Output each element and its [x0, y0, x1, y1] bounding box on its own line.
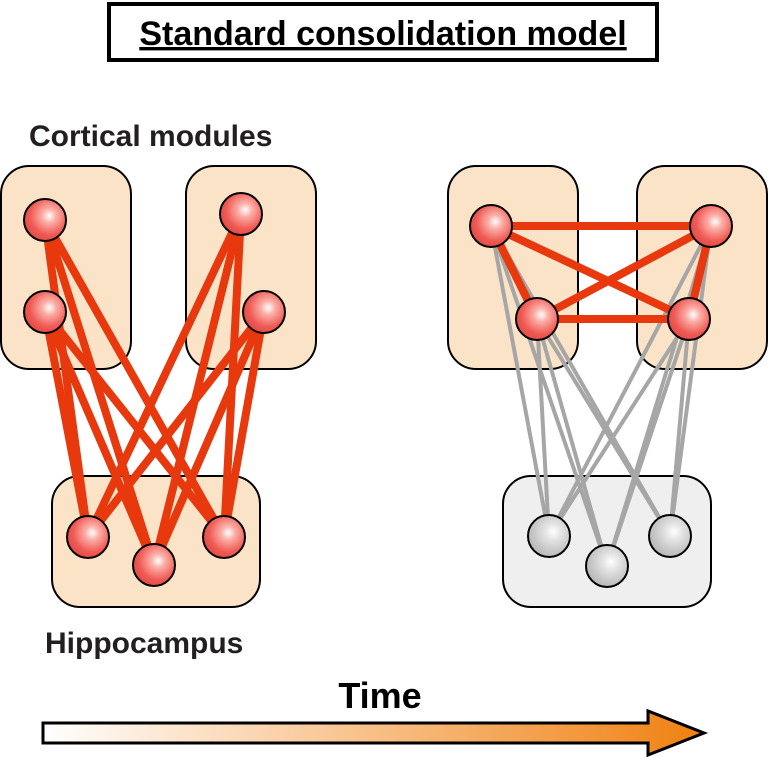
link: [41, 308, 92, 541]
cortical-node: [23, 198, 67, 242]
link: [84, 210, 245, 541]
link: [547, 317, 691, 538]
link: [220, 308, 268, 541]
link: [41, 216, 228, 541]
link: [668, 224, 713, 538]
link: [150, 210, 245, 569]
hippocampal-node: [66, 515, 110, 559]
title-box: [107, 2, 659, 62]
time-label: Time: [338, 675, 421, 716]
hippocampal-links: [41, 210, 268, 569]
hippocampus-label: Hippocampus: [45, 627, 243, 660]
hippocampal-node: [585, 544, 629, 588]
link: [150, 308, 268, 569]
cortical-node: [689, 204, 733, 248]
panel-late: [447, 165, 768, 608]
panel-early: [0, 165, 317, 608]
link: [489, 224, 609, 568]
link: [41, 216, 158, 569]
hippocampal-node: [202, 515, 246, 559]
link: [84, 308, 268, 541]
link: [668, 317, 691, 538]
diagram-title: Standard consolidation model: [139, 15, 626, 53]
nodes: [23, 192, 286, 587]
cortical-modules-label: Cortical modules: [29, 120, 272, 153]
hippocampal-node: [527, 514, 571, 558]
link: [605, 317, 691, 568]
hippocampal-node: [648, 514, 692, 558]
link: [535, 317, 609, 568]
cortical-node: [23, 290, 67, 334]
hippocampal-node: [132, 543, 176, 587]
cortical-node: [469, 204, 513, 248]
cortical-node: [515, 297, 559, 341]
cortical-node: [219, 192, 263, 236]
cortical-node: [242, 290, 286, 334]
time-arrow: [41, 708, 709, 757]
cortical-node: [667, 297, 711, 341]
nodes: [469, 204, 733, 588]
link: [547, 224, 713, 538]
hippocampus-box: [502, 475, 712, 608]
link: [487, 222, 693, 323]
link: [489, 224, 551, 538]
link: [41, 308, 228, 541]
link: [41, 308, 158, 569]
link: [535, 317, 551, 538]
link: [533, 222, 715, 323]
